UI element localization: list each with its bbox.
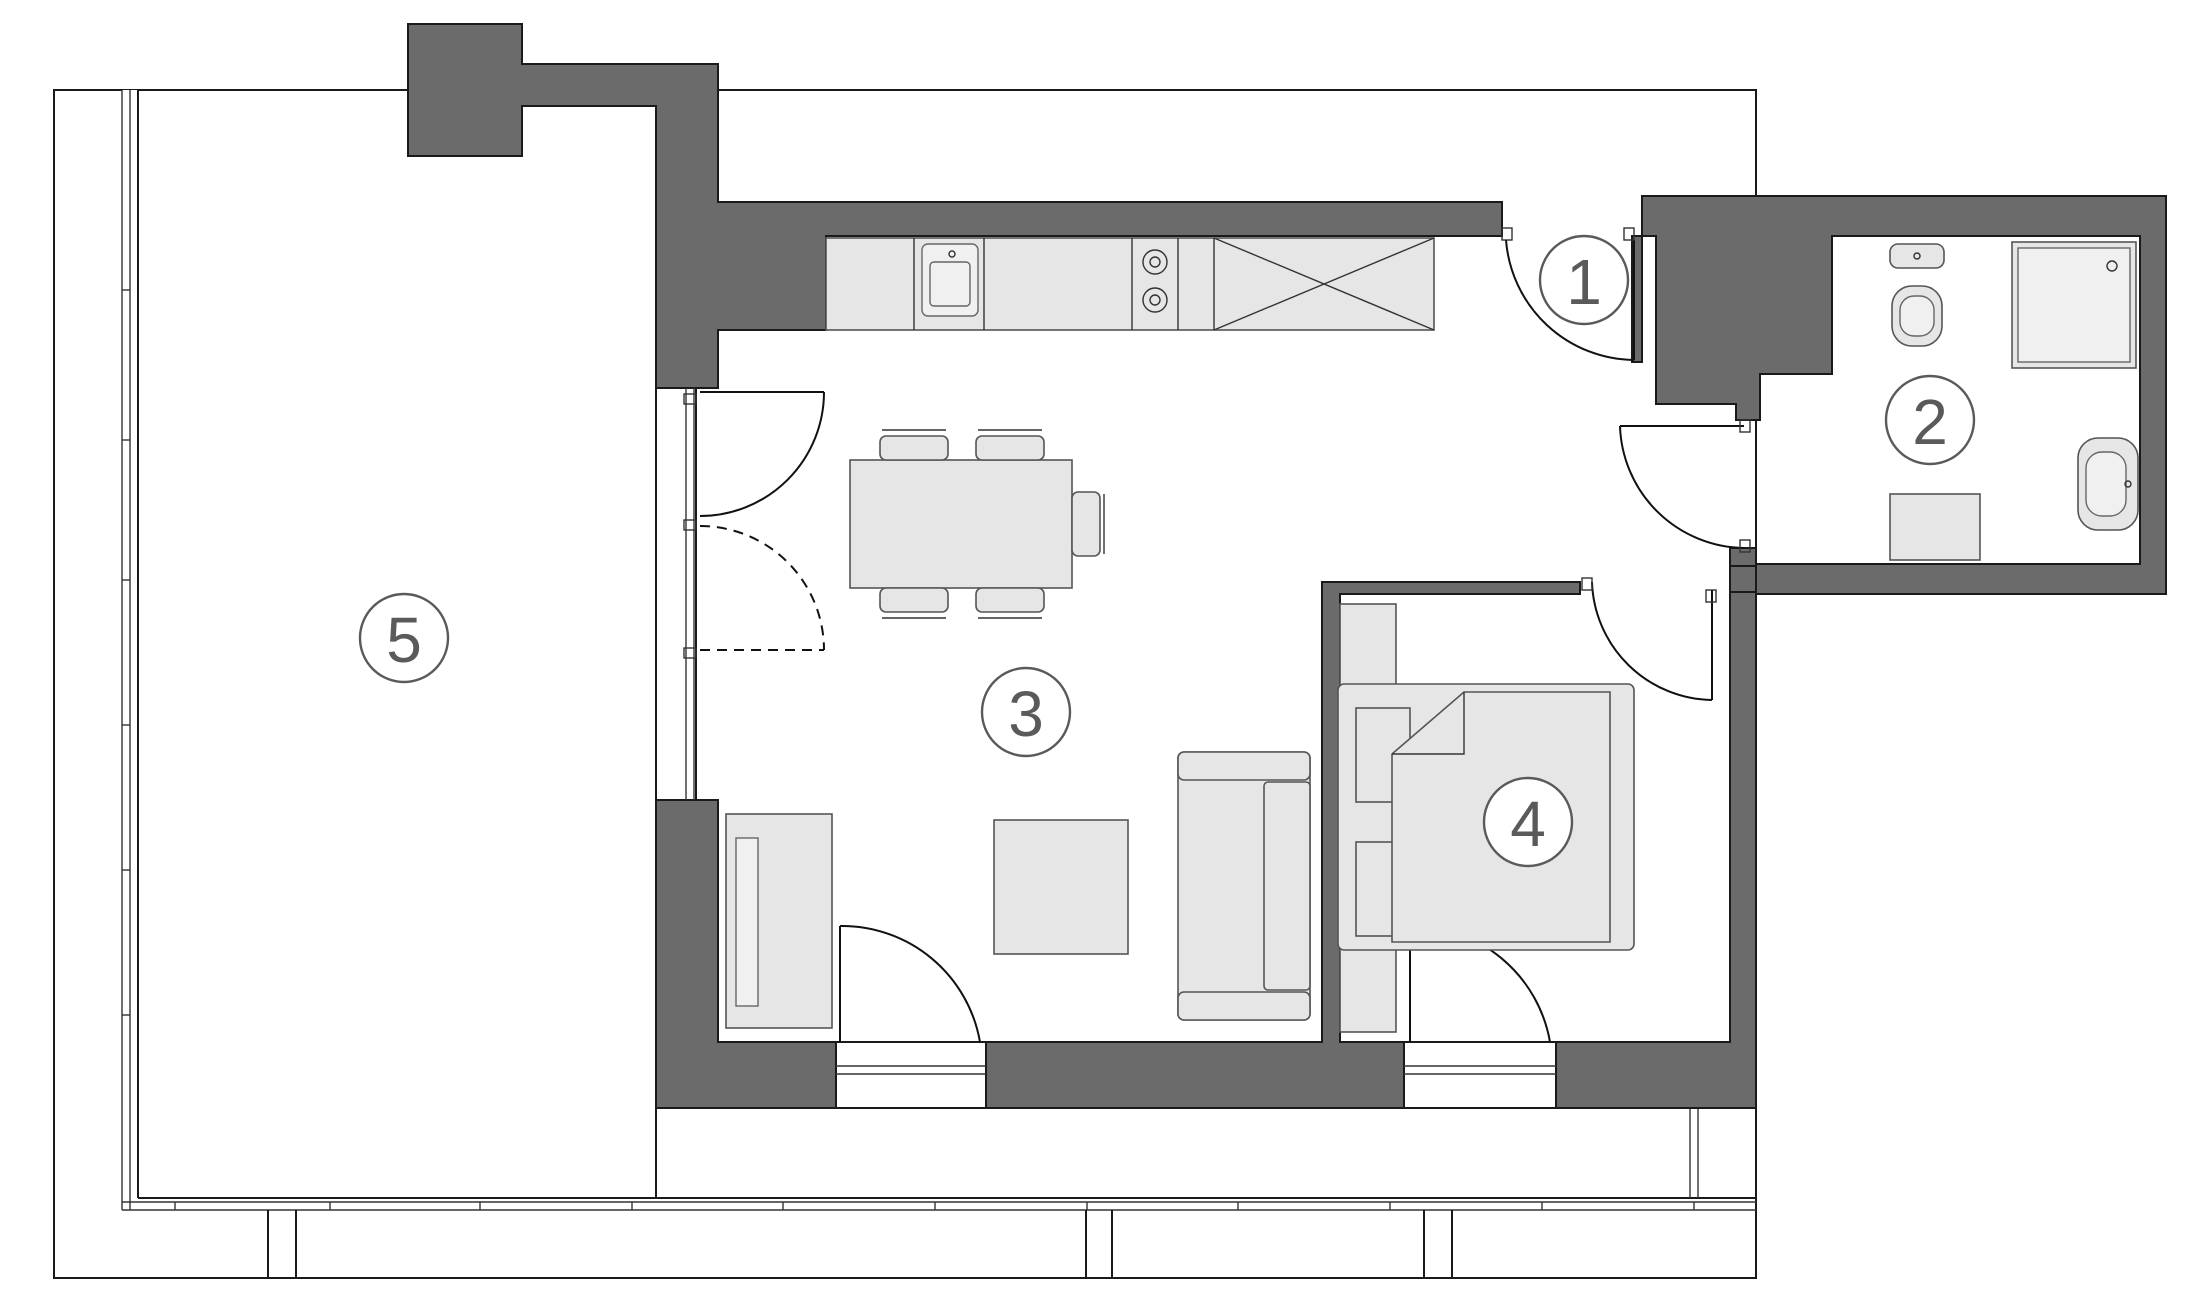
kitchen-counter bbox=[825, 237, 1435, 331]
cooktop bbox=[1142, 249, 1168, 313]
dining-chair bbox=[975, 587, 1045, 613]
room-label-2: 2 bbox=[1884, 374, 1976, 466]
entrance-door bbox=[1501, 227, 1635, 361]
bathroom-fixtures bbox=[1889, 241, 2139, 561]
washbasin bbox=[2077, 437, 2139, 531]
svg-text:4: 4 bbox=[1510, 788, 1546, 860]
doors bbox=[699, 227, 1751, 1043]
living-furniture bbox=[725, 751, 1311, 1029]
bathroom-door bbox=[1619, 419, 1751, 553]
svg-text:5: 5 bbox=[386, 604, 422, 676]
dining-chair bbox=[879, 435, 949, 461]
room-label-1: 1 bbox=[1538, 234, 1630, 326]
bedroom-door bbox=[1581, 577, 1717, 701]
terrace-door bbox=[699, 391, 825, 651]
window-left bbox=[655, 387, 697, 801]
window-bottom-left bbox=[835, 1041, 987, 1109]
bottom-strip-separators bbox=[267, 1210, 1453, 1278]
coffee-table bbox=[993, 819, 1129, 955]
window-bottom-right bbox=[1403, 1041, 1557, 1109]
dining-chair bbox=[879, 587, 949, 613]
toilet bbox=[1889, 243, 1945, 347]
railing-posts bbox=[174, 1202, 1695, 1210]
balcony-door-living bbox=[839, 924, 981, 1043]
svg-text:2: 2 bbox=[1912, 386, 1948, 458]
dining-table bbox=[849, 459, 1073, 589]
svg-text:1: 1 bbox=[1566, 246, 1602, 318]
dining-chair bbox=[975, 435, 1045, 461]
room-label-4: 4 bbox=[1482, 776, 1574, 868]
room-label-3: 3 bbox=[980, 666, 1072, 758]
svg-text:3: 3 bbox=[1008, 678, 1044, 750]
railing-posts-left bbox=[122, 289, 130, 1016]
room-labels: 1 2 3 4 5 bbox=[358, 234, 1976, 868]
wall-bathroom bbox=[1641, 195, 2167, 595]
room-label-5: 5 bbox=[358, 592, 450, 684]
washing-machine bbox=[1889, 493, 1981, 561]
dining-chair bbox=[1071, 491, 1101, 557]
wall-bottom-middle bbox=[985, 581, 1581, 1109]
dining-set bbox=[849, 429, 1105, 619]
wall-entry-jamb bbox=[1631, 235, 1643, 363]
walls bbox=[407, 23, 2167, 1109]
